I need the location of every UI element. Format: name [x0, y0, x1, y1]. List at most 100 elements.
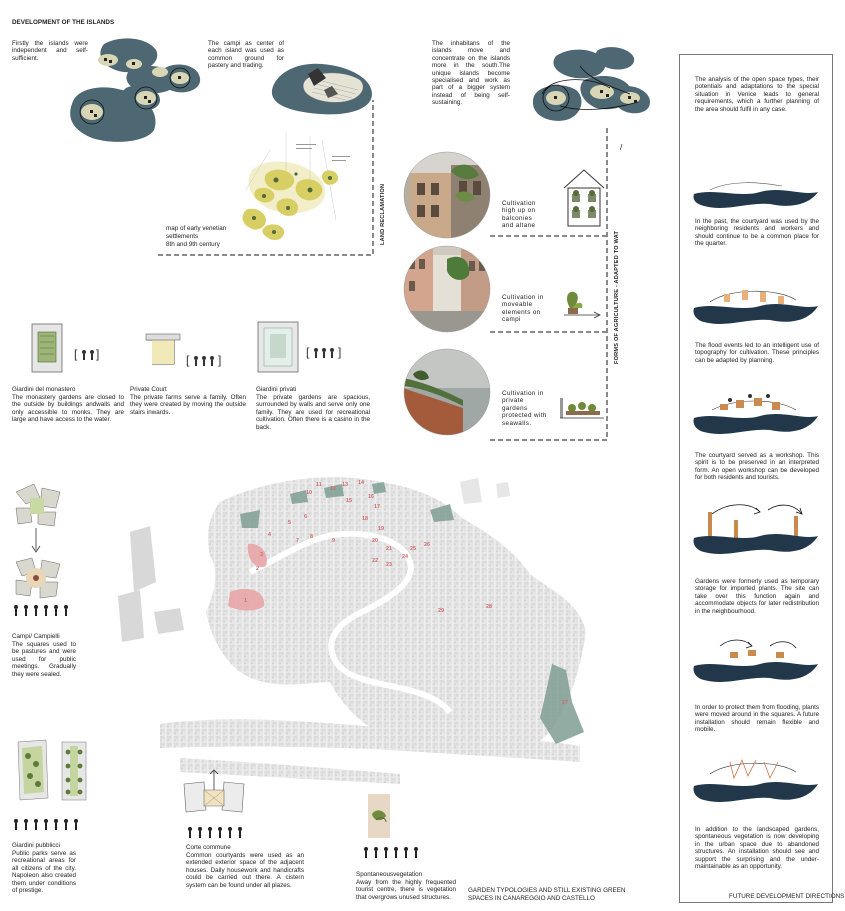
map-caption-line-1: GARDEN TYPOLOGIES AND STILL EXISTING GRE…: [468, 887, 626, 894]
corte-title: Corte commune: [186, 844, 231, 851]
future-step-2: The flood events led to an intelligent u…: [695, 342, 819, 364]
svg-text:[: [: [74, 347, 78, 361]
future-sketch-5: [693, 639, 818, 682]
giardini-privati-plan: [ ]: [257, 321, 341, 373]
campi-squares-diagram: [15, 483, 61, 599]
future-step-1: In the past, the courtyard was used by t…: [695, 218, 819, 248]
campi-photo: [403, 245, 491, 333]
map-number-2: 2: [256, 566, 259, 572]
map-number-22: 22: [372, 558, 378, 564]
future-footer: FUTURE DEVELOPMENT DIRECTIONS: [729, 893, 845, 900]
map-number-12: 12: [330, 486, 336, 492]
future-development-panel: [679, 54, 833, 903]
map-number-25: 25: [410, 546, 416, 552]
giudecca-island: [160, 719, 580, 762]
future-sketch-4: [693, 504, 818, 554]
campi-people-icons: [14, 605, 68, 616]
map-number-24: 24: [402, 554, 408, 560]
corte-people-icons: [188, 827, 242, 838]
islands-text-3: The inhabitans of the islands move and c…: [432, 40, 510, 107]
map-number-26: 26: [424, 542, 430, 548]
islands-text-1: Firstly the islands were independent and…: [12, 40, 88, 62]
map-caption-line-2: settlements: [166, 233, 199, 240]
pubblici-people-icons: [14, 819, 78, 830]
map-number-3: 3: [260, 552, 263, 558]
map-caption-line-1: map of early venetian: [166, 225, 227, 232]
map-number-23: 23: [386, 562, 392, 568]
campi-title: Campi/ Campielli: [12, 633, 60, 640]
future-step-4: Gardens were formerly used as temporary …: [695, 578, 819, 615]
map-number-20: 20: [372, 538, 378, 544]
highlight-area: [228, 588, 265, 611]
svg-text:]: ]: [96, 347, 99, 361]
land-reclamation-label: LAND RECLAMATION: [380, 183, 386, 245]
map-number-1: 1: [244, 598, 247, 604]
castello-green-area: [540, 664, 584, 744]
map-number-21: 21: [386, 546, 392, 552]
map-number-9: 9: [332, 538, 335, 544]
moveable-plant-sketch: [564, 291, 601, 319]
future-sketch-6: [693, 758, 818, 802]
spont-people-icons: [364, 847, 418, 858]
map-number-16: 16: [368, 494, 374, 500]
islands-text-2: The campi as center of each island was u…: [208, 40, 284, 70]
monastery-title: Giardini del monastero: [12, 386, 76, 393]
map-number-27: 27: [562, 700, 568, 706]
map-number-4: 4: [268, 532, 271, 538]
map-number-7: 7: [296, 538, 299, 544]
map-number-5: 5: [288, 520, 291, 526]
seawall-garden-photo: [403, 348, 491, 436]
pubblici-title: Giardini pubblicci: [12, 842, 60, 849]
privati-title: Giardini privati: [256, 386, 297, 393]
campi-island-diagram: [271, 63, 372, 115]
cultivation-campi-text: Cultivation in moveable elements on camp…: [502, 294, 544, 324]
svg-text:]: ]: [338, 345, 341, 359]
map-number-11: 11: [316, 482, 322, 488]
campi-text: The squares used to be pastures and were…: [12, 641, 76, 678]
map-number-28: 28: [486, 604, 492, 610]
islands-concentrated-diagram: [532, 47, 650, 121]
svg-text:[: [: [306, 345, 310, 359]
public-gardens-plan: [17, 739, 87, 801]
map-number-14: 14: [358, 480, 364, 486]
map-number-15: 15: [346, 498, 352, 504]
grand-canal: [248, 530, 453, 714]
svg-text:[: [: [186, 353, 190, 367]
future-step-6: In addition to the landscaped gardens, s…: [695, 826, 819, 871]
map-number-29: 29: [438, 608, 444, 614]
map-number-6: 6: [304, 514, 307, 520]
spont-text: Away from the highly frequented tourist …: [356, 879, 456, 901]
cultivation-seawalls-text: Cultivation in private gardens protected…: [502, 390, 547, 427]
map-number-10: 10: [306, 490, 312, 496]
future-sketch-3: [693, 394, 818, 434]
pubblici-text: Public parks serve as recreational areas…: [12, 850, 76, 895]
tick-mark: /: [620, 143, 623, 152]
page-title: DEVELOPMENT OF THE ISLANDS: [12, 19, 115, 26]
map-caption-line-2: SPACES IN CANAREGGIO AND CASTELLO: [468, 895, 595, 902]
common-courtyard-plan: [183, 769, 245, 813]
city-island-shape: [206, 477, 586, 756]
early-settlement-map: [242, 132, 350, 240]
map-number-17: 17: [374, 504, 380, 510]
svg-text:]: ]: [218, 353, 221, 367]
court-title: Private Court: [130, 386, 167, 393]
future-step-5: In order to protect them from flooding, …: [695, 704, 819, 734]
venice-city-map: 1 2 3 4 5 6 7 8 9 10 11 12 13 14 15 16 1…: [118, 477, 586, 784]
future-sketch-1: [690, 182, 820, 216]
cultivation-balconies-text: Cultivation high up on balconies and alt…: [502, 200, 536, 230]
privati-text: The private gardens are spacious, surrou…: [256, 394, 370, 431]
spontaneous-vegetation-plan: [368, 794, 390, 838]
map-number-13: 13: [342, 482, 348, 488]
balcony-photo: [403, 151, 491, 239]
future-intro: The analysis of the open space types, th…: [695, 76, 819, 113]
court-text: The private farms serve a family. Often …: [130, 394, 246, 416]
private-court-plan: [ ]: [145, 333, 221, 367]
map-number-18: 18: [362, 516, 368, 522]
monastery-garden-plan: [ ]: [31, 323, 99, 373]
map-caption-line-3: 8th and 9th century: [166, 241, 220, 248]
map-number-8: 8: [310, 534, 313, 540]
monastery-text: The monastery gardens are closed to the …: [12, 394, 124, 424]
spont-title: Spontaneousvegetation: [356, 871, 423, 878]
map-number-19: 19: [378, 526, 384, 532]
